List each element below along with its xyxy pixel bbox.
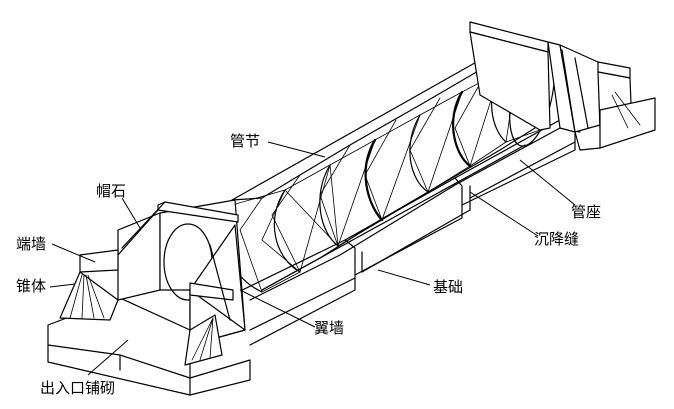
leader-pipe-segment <box>267 141 326 158</box>
label-wing-wall: 翼墙 <box>314 319 344 337</box>
label-end-wall: 端墙 <box>16 235 46 253</box>
label-inlet-paving: 出入口铺砌 <box>40 379 115 397</box>
leader-cone-slope <box>49 283 76 288</box>
label-cone-slope: 锥体 <box>16 277 46 295</box>
leader-cap-stone <box>121 197 141 229</box>
label-cap-stone: 帽石 <box>96 182 126 200</box>
label-settlement-joint: 沉降缝 <box>534 230 579 248</box>
leader-lines <box>49 141 576 376</box>
leader-end-wall <box>51 243 96 263</box>
leader-pipe-seat <box>519 159 576 206</box>
leader-settlement-joint <box>469 191 539 237</box>
rear-headwall <box>469 21 656 151</box>
front-headwall <box>47 199 251 396</box>
label-pipe-seat: 管座 <box>571 203 601 221</box>
leader-foundation <box>377 269 431 286</box>
label-foundation: 基础 <box>433 278 463 296</box>
leader-wing-wall <box>239 289 316 328</box>
leader-inlet-paving <box>87 339 129 376</box>
labels: 管节 帽石 端墙 锥体 出入口铺砌 管座 沉降缝 基础 翼墙 <box>16 132 601 397</box>
label-pipe-segment: 管节 <box>230 132 260 150</box>
